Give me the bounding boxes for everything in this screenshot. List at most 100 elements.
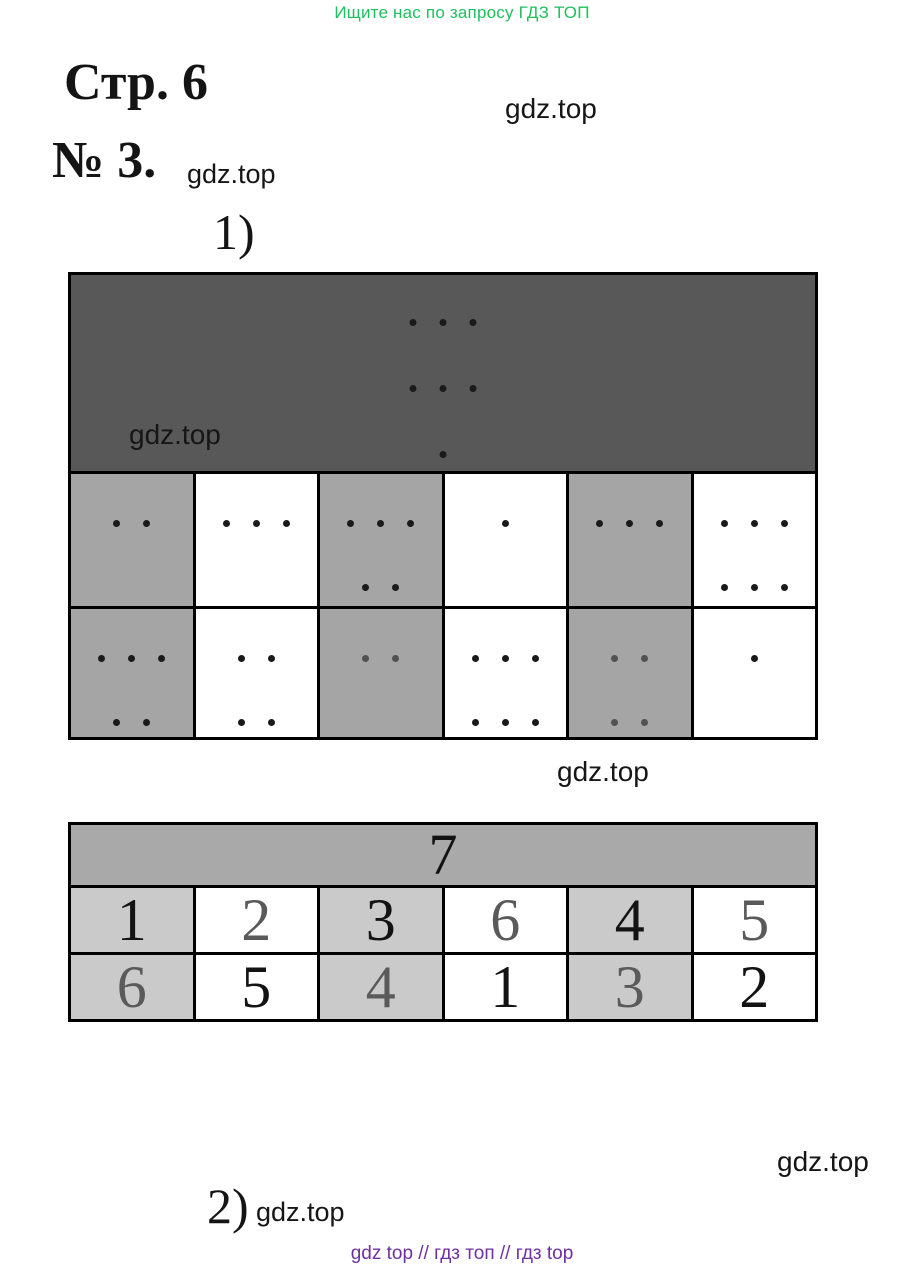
dot-row [471, 719, 539, 726]
dot [362, 584, 370, 591]
number-cell: 4 [566, 885, 694, 955]
dots-table-row [68, 471, 818, 609]
dot [780, 520, 788, 527]
dot-row [611, 655, 649, 662]
number-cell: 1 [441, 952, 569, 1022]
dot [750, 584, 758, 591]
dot [469, 319, 477, 326]
dot [439, 451, 447, 458]
number-cell: 2 [690, 952, 818, 1022]
dot-row [439, 451, 447, 458]
dot [158, 655, 166, 662]
dot [143, 520, 151, 527]
dot-cell [441, 471, 569, 609]
dot-row [347, 520, 415, 527]
dot-cell [566, 471, 694, 609]
dot-row [98, 655, 166, 662]
dot [252, 520, 260, 527]
dot [222, 520, 230, 527]
dot [471, 655, 479, 662]
number-cell: 6 [441, 885, 569, 955]
number-cell: 5 [192, 952, 320, 1022]
dot-row [471, 655, 539, 662]
dot [113, 520, 121, 527]
numbers-table-header: 7 [68, 822, 818, 888]
dot [641, 719, 649, 726]
promo-banner: Ищите нас по запросу ГДЗ ТОП [334, 3, 590, 22]
part1-label: 1) [213, 204, 255, 260]
dot [113, 719, 121, 726]
dot-row [362, 655, 400, 662]
dot-row [409, 319, 477, 326]
number-cell: 6 [68, 952, 196, 1022]
watermark-top: gdz.top [505, 93, 597, 124]
dot [780, 584, 788, 591]
dot [469, 385, 477, 392]
dots-header-figure [409, 319, 477, 458]
dot [282, 520, 290, 527]
numbers-table-header-row: 7 [68, 822, 818, 888]
dot [377, 520, 385, 527]
watermark-table1-header: gdz.top [129, 419, 221, 451]
dots-table-row [68, 606, 818, 740]
dot [362, 655, 370, 662]
number-cell: 3 [317, 885, 445, 955]
dot-row [720, 584, 788, 591]
dot [611, 719, 619, 726]
dot [347, 520, 355, 527]
page-title: Стр. 6 [64, 54, 208, 111]
dot [596, 520, 604, 527]
dot-row [222, 520, 290, 527]
dot [267, 719, 275, 726]
watermark-bottom-right: gdz.top [777, 1146, 869, 1177]
watermark-below-table1: gdz.top [557, 756, 649, 787]
dot [501, 719, 509, 726]
watermark-part2: gdz.top [256, 1197, 345, 1227]
dot [392, 584, 400, 591]
dot-row [237, 655, 275, 662]
dot [409, 319, 417, 326]
dot [471, 719, 479, 726]
dot-cell [192, 471, 320, 609]
dot [128, 655, 136, 662]
dot [143, 719, 151, 726]
dot-cell [566, 606, 694, 740]
dot [407, 520, 415, 527]
number-cell: 4 [317, 952, 445, 1022]
dots-table-header: gdz.top [68, 272, 818, 474]
dot-row [409, 385, 477, 392]
dot [531, 655, 539, 662]
dot [626, 520, 634, 527]
dot-row [750, 655, 758, 662]
part2-label: 2) [207, 1178, 249, 1234]
task-number: № 3. [52, 132, 157, 189]
number-cell: 2 [192, 885, 320, 955]
dot [98, 655, 106, 662]
dot-row [113, 520, 151, 527]
dot [720, 584, 728, 591]
dot [501, 520, 509, 527]
dot-row [611, 719, 649, 726]
dot [267, 655, 275, 662]
dot-row [113, 719, 151, 726]
number-cell: 5 [690, 885, 818, 955]
dot [237, 719, 245, 726]
dot [439, 319, 447, 326]
dot [237, 655, 245, 662]
dot-cell [68, 606, 196, 740]
dot [656, 520, 664, 527]
dot-cell [690, 471, 818, 609]
dot [409, 385, 417, 392]
number-cell: 3 [566, 952, 694, 1022]
dot-cell [690, 606, 818, 740]
number-cell: 1 [68, 885, 196, 955]
dot [750, 655, 758, 662]
dot [531, 719, 539, 726]
dot-cell [317, 606, 445, 740]
dots-table: gdz.top [68, 272, 818, 740]
dot-cell [192, 606, 320, 740]
dot [392, 655, 400, 662]
